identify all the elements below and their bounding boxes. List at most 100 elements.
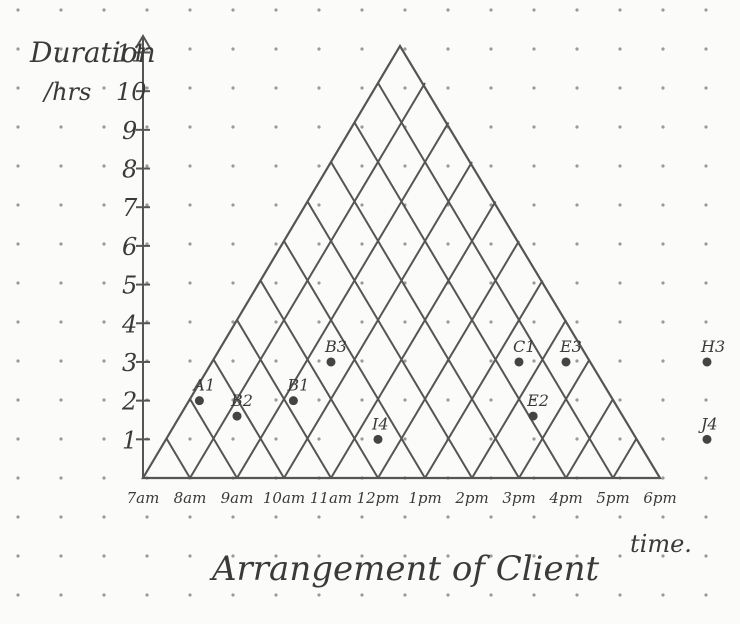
grid-dot bbox=[102, 8, 106, 12]
grid-dot bbox=[661, 398, 665, 402]
grid-dot bbox=[360, 242, 364, 246]
grid-dot bbox=[317, 515, 321, 519]
grid-dot bbox=[231, 398, 235, 402]
grid-dot bbox=[489, 242, 493, 246]
y-tick-label: 11 bbox=[116, 39, 147, 67]
x-tick-label: 6pm bbox=[643, 489, 676, 507]
grid-dot bbox=[102, 476, 106, 480]
grid-dot bbox=[575, 164, 579, 168]
grid-dot bbox=[231, 164, 235, 168]
grid-dot bbox=[403, 554, 407, 558]
grid-dot bbox=[59, 47, 63, 51]
grid-dot bbox=[274, 86, 278, 90]
client-point bbox=[288, 396, 298, 406]
grid-dot bbox=[59, 86, 63, 90]
grid-dot bbox=[403, 86, 407, 90]
grid-dot bbox=[102, 281, 106, 285]
grid-dot bbox=[661, 242, 665, 246]
grid-dot bbox=[403, 242, 407, 246]
grid-dot bbox=[102, 359, 106, 363]
triangle-outline bbox=[141, 43, 662, 480]
grid-dot bbox=[489, 437, 493, 441]
grid-dot bbox=[102, 47, 106, 51]
grid-dot bbox=[188, 242, 192, 246]
grid-dot bbox=[59, 242, 63, 246]
x-tick-label: 9am bbox=[221, 489, 254, 507]
grid-dot bbox=[661, 437, 665, 441]
grid-dot bbox=[704, 47, 708, 51]
grid-dot bbox=[231, 125, 235, 129]
grid-dot bbox=[446, 47, 450, 51]
grid-dot bbox=[59, 8, 63, 12]
grid-dot bbox=[274, 398, 278, 402]
y-tick-label: 4 bbox=[121, 310, 137, 338]
grid-dot bbox=[231, 554, 235, 558]
grid-dot bbox=[446, 164, 450, 168]
grid-dot bbox=[59, 281, 63, 285]
grid-dot bbox=[661, 515, 665, 519]
grid-dot bbox=[489, 515, 493, 519]
y-tick-label: 7 bbox=[122, 194, 138, 222]
y-tick-label: 2 bbox=[121, 388, 137, 416]
grid-dot bbox=[188, 125, 192, 129]
client-point bbox=[326, 357, 336, 367]
grid-dot bbox=[575, 437, 579, 441]
grid-dot bbox=[231, 359, 235, 363]
grid-dot bbox=[188, 164, 192, 168]
grid-dot bbox=[317, 593, 321, 597]
x-tick-label: 10am bbox=[263, 489, 305, 507]
lattice-line bbox=[259, 279, 379, 479]
lattice-line bbox=[330, 200, 497, 479]
grid-dot bbox=[145, 242, 149, 246]
grid-dot bbox=[618, 125, 622, 129]
y-tick-label: 1 bbox=[122, 426, 137, 454]
grid-dot bbox=[16, 203, 20, 207]
grid-dot bbox=[704, 203, 708, 207]
client-point-label: B2 bbox=[230, 391, 253, 410]
grid-dot bbox=[16, 86, 20, 90]
grid-dot bbox=[704, 554, 708, 558]
grid-dot bbox=[704, 398, 708, 402]
client-point bbox=[514, 357, 524, 367]
x-axis-title-suffix: time. bbox=[630, 530, 692, 558]
lattice-line bbox=[518, 358, 591, 479]
grid-dot bbox=[102, 242, 106, 246]
grid-dot bbox=[274, 515, 278, 519]
client-point-label: J4 bbox=[698, 414, 718, 433]
grid-dot bbox=[231, 8, 235, 12]
grid-dot bbox=[274, 203, 278, 207]
y-tick-label: 6 bbox=[122, 233, 137, 261]
grid-dot bbox=[16, 281, 20, 285]
grid-dot bbox=[231, 593, 235, 597]
lattice-line bbox=[236, 121, 450, 479]
grid-dot bbox=[360, 281, 364, 285]
grid-dot bbox=[16, 437, 20, 441]
grid-dot bbox=[446, 320, 450, 324]
grid-dot bbox=[188, 359, 192, 363]
client-point bbox=[561, 357, 571, 367]
grid-dot bbox=[532, 203, 536, 207]
grid-dot bbox=[274, 437, 278, 441]
grid-dot bbox=[16, 242, 20, 246]
grid-dot bbox=[661, 8, 665, 12]
grid-dot bbox=[16, 515, 20, 519]
x-tick-label: 7am bbox=[127, 489, 160, 507]
grid-dot bbox=[661, 320, 665, 324]
grid-dot bbox=[489, 281, 493, 285]
grid-dot bbox=[575, 515, 579, 519]
grid-dot bbox=[704, 242, 708, 246]
grid-dot bbox=[618, 359, 622, 363]
grid-dot bbox=[446, 242, 450, 246]
grid-dot bbox=[532, 47, 536, 51]
grid-dot bbox=[489, 554, 493, 558]
grid-dot bbox=[618, 86, 622, 90]
grid-dot bbox=[661, 86, 665, 90]
grid-dot bbox=[403, 359, 407, 363]
grid-dot bbox=[145, 164, 149, 168]
grid-dot bbox=[231, 47, 235, 51]
grid-dot bbox=[274, 593, 278, 597]
grid-dot bbox=[446, 554, 450, 558]
grid-dot bbox=[403, 8, 407, 12]
grid-dot bbox=[317, 359, 321, 363]
